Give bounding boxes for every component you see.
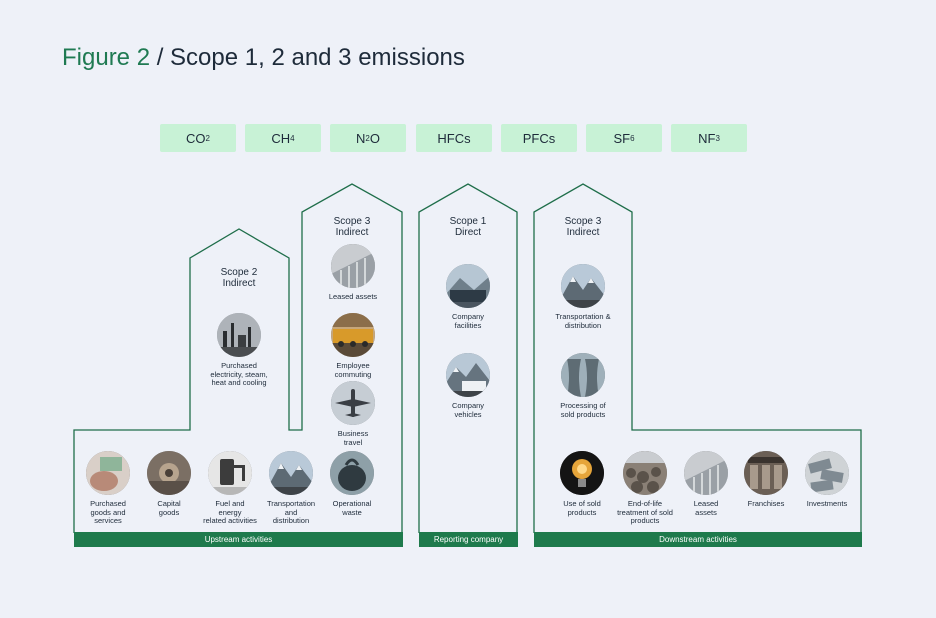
label-leased-assets-upstream: Leased assets — [328, 292, 378, 301]
gas-sf6-sub: 6 — [630, 133, 635, 143]
building-icon — [684, 451, 728, 495]
gas-n2o-sub: 2 — [365, 133, 370, 143]
item-purchased-electricity: Purchased electricity, steam, heat and c… — [201, 313, 277, 388]
label-end-of-life-treatment: End-of-life treatment of sold products — [617, 499, 673, 525]
gas-pfcs: PFCs — [501, 124, 577, 152]
mountain-truck-icon — [561, 264, 605, 308]
figure-title-rest: / Scope 1, 2 and 3 emissions — [150, 44, 465, 71]
item-fuel-energy: Fuel and energy related activities — [192, 451, 268, 526]
downstream-outline — [533, 183, 862, 533]
item-capital-goods: Capital goods — [131, 451, 207, 517]
label-transportation-downstream: Transportation & distribution — [555, 312, 611, 330]
facility-icon — [446, 264, 490, 308]
figure-title: Figure 2 / Scope 1, 2 and 3 emissions — [62, 44, 465, 72]
item-leased-assets-upstream: Leased assets — [315, 244, 391, 302]
label-leased-assets-downstream: Leased assets — [693, 499, 719, 517]
item-franchises: Franchises — [728, 451, 804, 509]
label-franchises: Franchises — [747, 499, 785, 508]
item-processing-sold-products: Processing of sold products — [545, 353, 621, 419]
power-plant-icon — [217, 313, 261, 357]
figure-title-lead: Figure 2 — [62, 44, 151, 71]
mountain-truck-icon — [269, 451, 313, 495]
gas-ch4-sub: 4 — [290, 133, 295, 143]
reporting-bar: Reporting company — [419, 532, 518, 547]
upstream-outline — [73, 183, 403, 533]
downstream-bar: Downstream activities — [534, 532, 862, 547]
item-business-travel: Business travel — [315, 381, 391, 447]
gas-hfcs-base: HFCs — [437, 130, 471, 146]
gas-n2o-tail: O — [369, 130, 380, 146]
item-company-vehicles: Company vehicles — [430, 353, 506, 419]
item-transportation-upstream: Transportation and distribution — [253, 451, 329, 526]
gas-hfcs: HFCs — [416, 124, 492, 152]
gas-nf3-base: NF — [698, 130, 716, 146]
reporting-outline — [418, 183, 518, 533]
gas-nf3-sub: 3 — [715, 133, 720, 143]
item-purchased-goods: Purchased goods and services — [70, 451, 146, 526]
label-use-of-sold-products: Use of sold products — [563, 499, 601, 517]
label-purchased-electricity: Purchased electricity, steam, heat and c… — [210, 361, 268, 387]
label-company-vehicles: Company vehicles — [451, 401, 485, 419]
building-icon — [331, 244, 375, 288]
vehicle-icon — [446, 353, 490, 397]
label-employee-commuting: Employee commuting — [334, 361, 372, 379]
label-business-travel: Business travel — [337, 429, 369, 447]
item-employee-commuting: Employee commuting — [315, 313, 391, 379]
scope3-downstream-heading: Scope 3 Indirect — [564, 216, 602, 238]
money-icon — [805, 451, 849, 495]
item-use-of-sold-products: Use of sold products — [544, 451, 620, 517]
scope2-heading: Scope 2 Indirect — [220, 267, 258, 289]
machinery-icon — [147, 451, 191, 495]
label-processing-sold-products: Processing of sold products — [560, 401, 606, 419]
gas-pfcs-base: PFCs — [522, 130, 556, 146]
gas-co2-base: CO — [186, 130, 206, 146]
label-transportation-upstream: Transportation and distribution — [266, 499, 316, 525]
gas-ch4-base: CH — [271, 130, 291, 146]
label-company-facilities: Company facilities — [451, 312, 485, 330]
label-capital-goods: Capital goods — [157, 499, 181, 517]
item-company-facilities: Company facilities — [430, 264, 506, 330]
light-bulb-icon — [560, 451, 604, 495]
item-operational-waste: Operational waste — [314, 451, 390, 517]
fuel-pump-icon — [208, 451, 252, 495]
scope3-upstream-heading: Scope 3 Indirect — [333, 216, 371, 238]
upstream-bar: Upstream activities — [74, 532, 403, 547]
item-investments: Investments — [789, 451, 865, 509]
label-purchased-goods: Purchased goods and services — [90, 499, 126, 525]
item-transportation-downstream: Transportation & distribution — [545, 264, 621, 330]
train-icon — [331, 313, 375, 357]
gas-n2o-base: N — [356, 130, 366, 146]
label-operational-waste: Operational waste — [332, 499, 372, 517]
item-leased-assets-downstream: Leased assets — [668, 451, 744, 517]
landfill-icon — [623, 451, 667, 495]
airplane-icon — [331, 381, 375, 425]
label-investments: Investments — [806, 499, 848, 508]
hand-money-icon — [86, 451, 130, 495]
store-icon — [744, 451, 788, 495]
gas-co2-sub: 2 — [205, 133, 210, 143]
item-end-of-life-treatment: End-of-life treatment of sold products — [607, 451, 683, 526]
gas-sf6-base: SF — [613, 130, 631, 146]
label-fuel-energy: Fuel and energy related activities — [203, 499, 257, 525]
scope1-heading: Scope 1 Direct — [449, 216, 487, 238]
cooling-tower-icon — [561, 353, 605, 397]
waste-bag-icon — [330, 451, 374, 495]
